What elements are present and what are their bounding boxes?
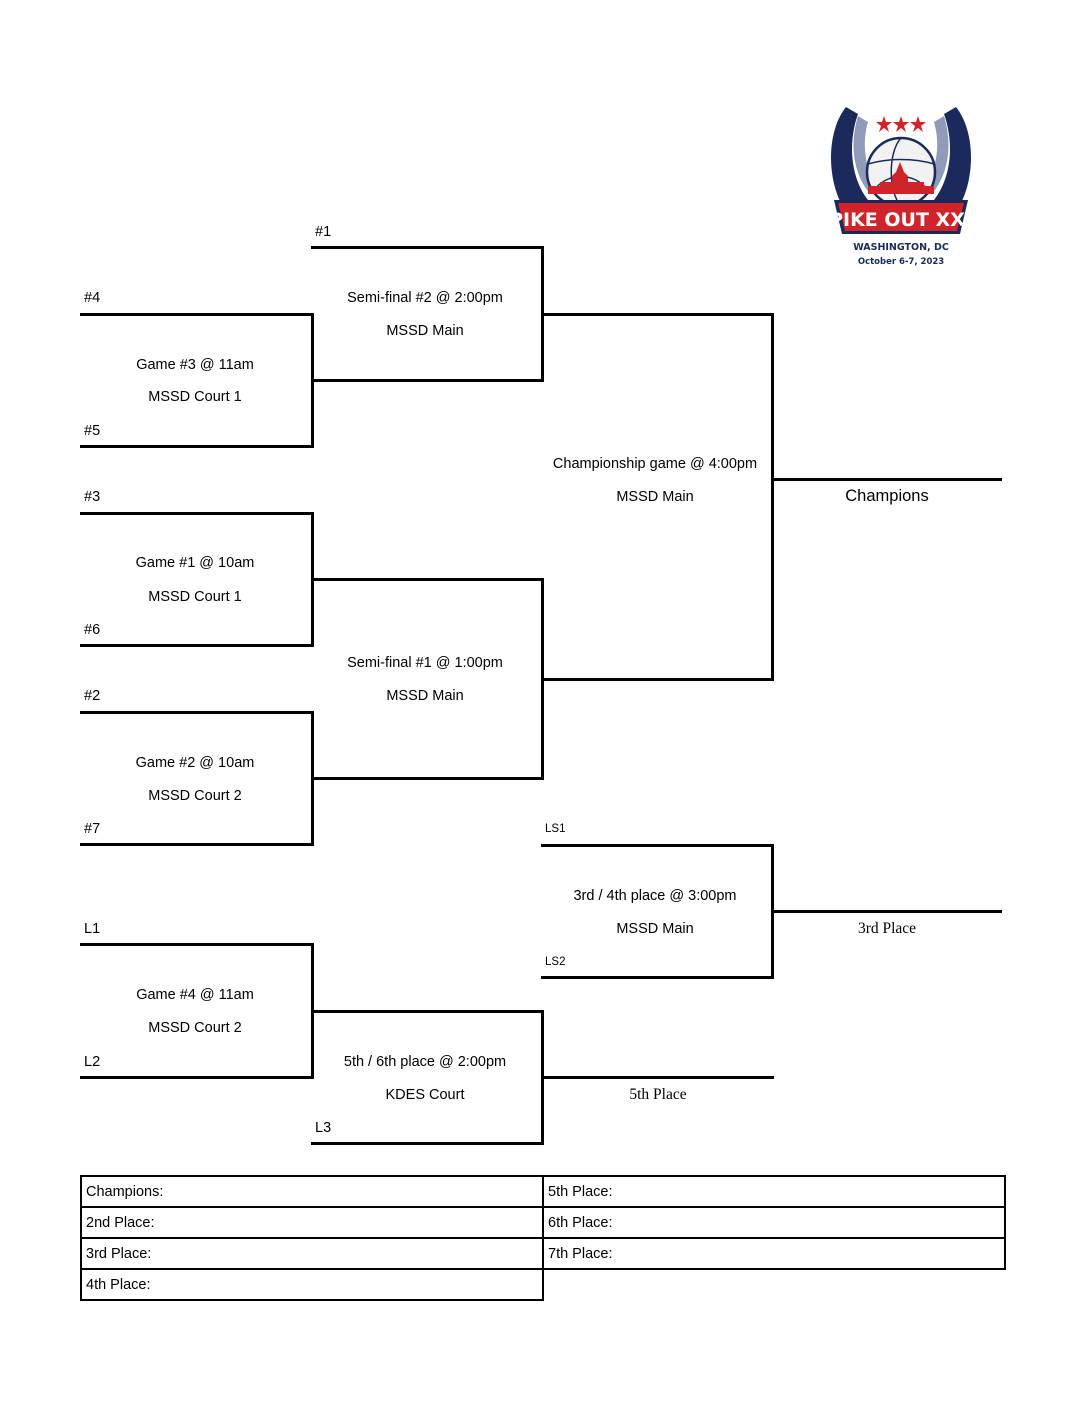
champions-label: Champions bbox=[845, 487, 929, 505]
seed-label: L2 bbox=[84, 1054, 101, 1070]
game-venue: MSSD Court 1 bbox=[148, 389, 242, 405]
seed-label: #4 bbox=[84, 290, 101, 306]
game-venue: MSSD Court 2 bbox=[148, 1020, 242, 1036]
bracket-line bbox=[311, 1010, 544, 1013]
standings-cell: 2nd Place: bbox=[80, 1206, 544, 1239]
game-venue: MSSD Court 1 bbox=[148, 589, 242, 605]
seed-label: L3 bbox=[315, 1120, 332, 1136]
game-title: Championship game @ 4:00pm bbox=[552, 456, 758, 472]
bracket-line bbox=[311, 578, 544, 581]
seed-label: L1 bbox=[84, 921, 101, 937]
standings-cell: 6th Place: bbox=[542, 1206, 1006, 1239]
seed-label: LS2 bbox=[545, 956, 566, 968]
game-title: Game #1 @ 10am bbox=[135, 555, 255, 571]
table-row: 3rd Place: 7th Place: bbox=[80, 1237, 1006, 1270]
bracket-line bbox=[771, 478, 1002, 481]
logo-title-text: SPIKE OUT XXIV bbox=[828, 209, 974, 231]
game-venue: KDES Court bbox=[385, 1087, 465, 1103]
bracket-line bbox=[80, 843, 314, 846]
logo-dates-text: October 6-7, 2023 bbox=[858, 257, 944, 267]
table-row: 4th Place: bbox=[80, 1268, 1005, 1301]
empty-cell bbox=[543, 1268, 1005, 1300]
bracket-line bbox=[80, 943, 314, 946]
bracket-line bbox=[80, 313, 314, 316]
game-venue: MSSD Main bbox=[616, 921, 694, 937]
standings-cell: 5th Place: bbox=[542, 1175, 1006, 1208]
game-venue: MSSD Main bbox=[386, 323, 464, 339]
bracket-line bbox=[80, 711, 314, 714]
bracket-line bbox=[771, 313, 774, 681]
game-title: Game #4 @ 11am bbox=[136, 987, 254, 1003]
seed-label: #6 bbox=[84, 622, 101, 638]
game-title: Semi-final #1 @ 1:00pm bbox=[347, 655, 503, 671]
game-title: 3rd / 4th place @ 3:00pm bbox=[573, 888, 737, 904]
standings-cell: Champions: bbox=[80, 1175, 544, 1208]
bracket-line bbox=[80, 512, 314, 515]
third-place-label: 3rd Place bbox=[857, 920, 917, 937]
bracket-line bbox=[541, 844, 774, 847]
game-title: 5th / 6th place @ 2:00pm bbox=[343, 1054, 507, 1070]
seed-label: #1 bbox=[315, 224, 332, 240]
seed-label: #2 bbox=[84, 688, 101, 704]
standings-table: Champions: 5th Place: 2nd Place: 6th Pla… bbox=[80, 1175, 1006, 1301]
fifth-place-label: 5th Place bbox=[629, 1086, 687, 1103]
seed-label: LS1 bbox=[545, 823, 566, 835]
seed-label: #3 bbox=[84, 489, 101, 505]
standings-cell: 4th Place: bbox=[80, 1268, 544, 1301]
game-title: Game #3 @ 11am bbox=[136, 357, 254, 373]
bracket-line bbox=[311, 777, 544, 780]
spike-out-logo: SPIKE OUT XXIV WASHINGTON, DC October 6-… bbox=[815, 102, 987, 272]
bracket-line bbox=[311, 379, 544, 382]
table-row: Champions: 5th Place: bbox=[80, 1175, 1006, 1208]
game-venue: MSSD Main bbox=[616, 489, 694, 505]
bracket-line bbox=[80, 1076, 314, 1079]
bracket-line bbox=[771, 910, 1002, 913]
standings-cell: 7th Place: bbox=[542, 1237, 1006, 1270]
game-venue: MSSD Court 2 bbox=[148, 788, 242, 804]
seed-label: #7 bbox=[84, 821, 101, 837]
game-title: Semi-final #2 @ 2:00pm bbox=[347, 290, 503, 306]
bracket-line bbox=[541, 976, 774, 979]
bracket-line bbox=[311, 246, 544, 249]
game-venue: MSSD Main bbox=[386, 688, 464, 704]
bracket-line bbox=[80, 445, 314, 448]
bracket-line bbox=[541, 313, 774, 316]
logo-location-text: WASHINGTON, DC bbox=[853, 242, 949, 253]
bracket-line bbox=[80, 644, 314, 647]
bracket-line bbox=[311, 1142, 544, 1145]
bracket-line bbox=[541, 1076, 774, 1079]
bracket-line bbox=[541, 678, 774, 681]
standings-cell: 3rd Place: bbox=[80, 1237, 544, 1270]
table-row: 2nd Place: 6th Place: bbox=[80, 1206, 1006, 1239]
game-title: Game #2 @ 10am bbox=[135, 755, 255, 771]
seed-label: #5 bbox=[84, 423, 101, 439]
